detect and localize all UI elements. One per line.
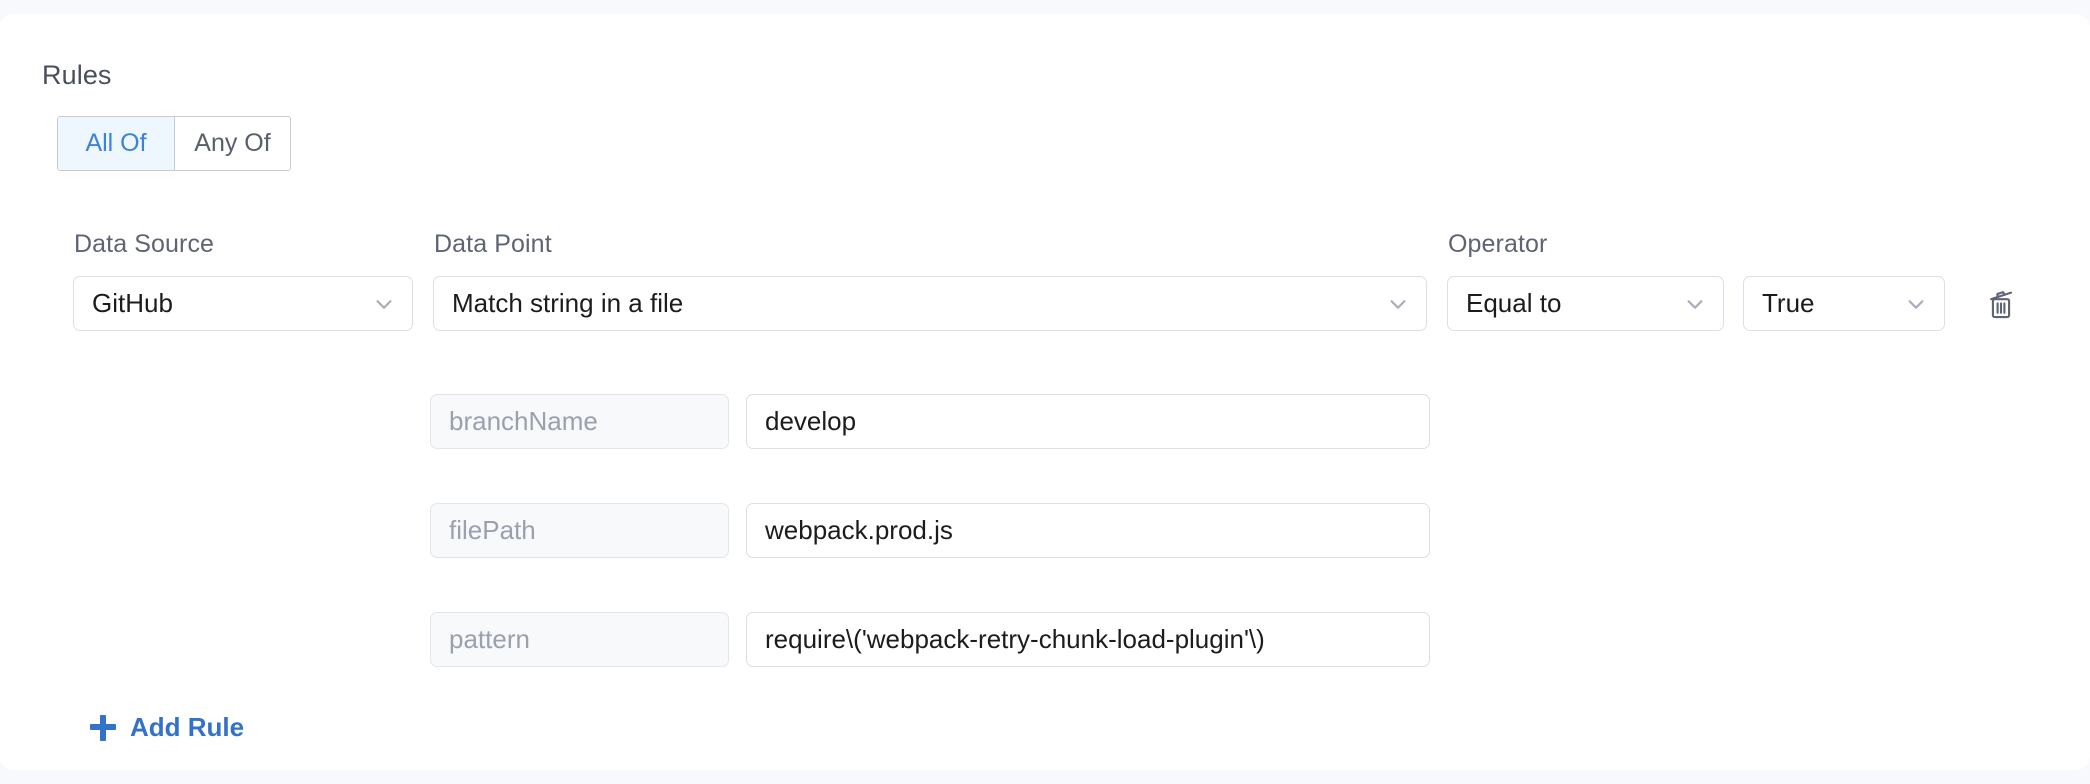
delete-rule-button[interactable] (1978, 282, 2024, 328)
data-point-select[interactable]: Match string in a file (433, 276, 1427, 331)
data-source-select[interactable]: GitHub (73, 276, 413, 331)
data-source-value: GitHub (92, 288, 173, 318)
data-point-value: Match string in a file (452, 288, 684, 318)
chevron-down-icon (373, 293, 395, 315)
parameter-value-pattern[interactable]: require\('webpack-retry-chunk-load-plugi… (746, 612, 1430, 667)
parameter-row: filePath webpack.prod.js (0, 503, 2090, 558)
plus-icon (90, 714, 116, 741)
parameter-key-pattern: pattern (430, 612, 729, 667)
operator-value-select[interactable]: True (1743, 276, 1945, 331)
add-rule-label: Add Rule (130, 712, 245, 742)
add-rule-button[interactable]: Add Rule (90, 712, 244, 743)
parameter-row: pattern require\('webpack-retry-chunk-lo… (0, 612, 2090, 667)
parameter-key-branchname: branchName (430, 394, 729, 449)
parameter-row: branchName develop (0, 394, 2090, 449)
chevron-down-icon (1684, 293, 1706, 315)
data-source-label: Data Source (74, 230, 215, 258)
toggle-all-of[interactable]: All Of (58, 117, 174, 170)
operator-label: Operator (1448, 230, 1548, 258)
operator-value: Equal to (1466, 288, 1562, 318)
data-point-label: Data Point (434, 230, 552, 258)
chevron-down-icon (1387, 293, 1409, 315)
operator-value-text: True (1762, 288, 1815, 318)
trash-icon (1984, 287, 2018, 324)
toggle-any-of[interactable]: Any Of (174, 117, 290, 170)
parameter-key-filepath: filePath (430, 503, 729, 558)
parameter-value-filepath[interactable]: webpack.prod.js (746, 503, 1430, 558)
rules-card: Rules All Of Any Of Data Source Data Poi… (0, 14, 2090, 770)
match-type-toggle-group: All Of Any Of (57, 116, 291, 171)
chevron-down-icon (1905, 293, 1927, 315)
page-title: Rules (42, 60, 112, 90)
operator-select[interactable]: Equal to (1447, 276, 1724, 331)
parameter-value-branchname[interactable]: develop (746, 394, 1430, 449)
